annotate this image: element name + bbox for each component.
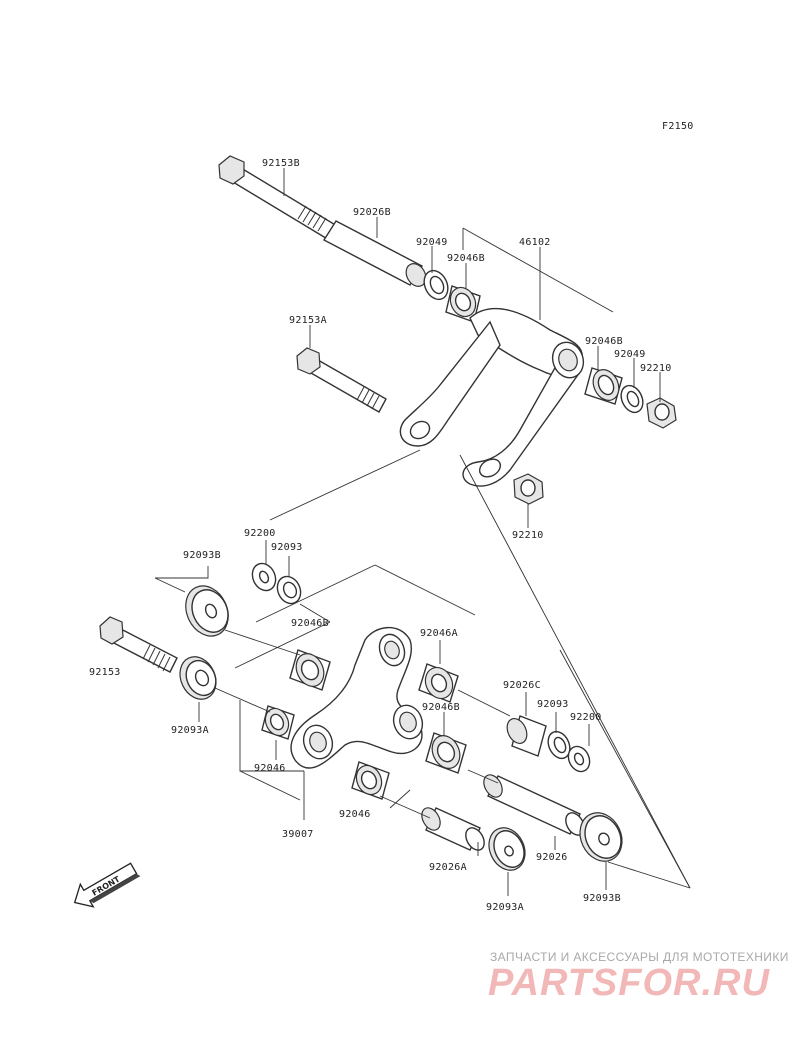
nut-92210-upper	[646, 397, 677, 429]
label-92026c: 92026C	[503, 680, 541, 691]
label-92026b: 92026B	[353, 207, 391, 218]
label-92046b-right: 92046B	[585, 336, 623, 347]
label-92026: 92026	[536, 852, 568, 863]
label-92093b-bottom: 92093B	[583, 893, 621, 904]
label-92046b-mid: 92046B	[291, 618, 329, 629]
label-92049-right: 92049	[614, 349, 646, 360]
watermark-caption: ЗАПЧАСТИ И АКСЕССУАРЫ ДЛЯ МОТОТЕХНИКИ	[490, 950, 789, 964]
watermark-logo: PARTSFOR.RU	[488, 962, 770, 1004]
label-92093a-bottom: 92093A	[486, 902, 524, 913]
label-92046a: 92046A	[420, 628, 458, 639]
washer-92200-left	[251, 562, 277, 592]
label-92026a: 92026A	[429, 862, 467, 873]
label-92153b: 92153B	[262, 158, 300, 169]
bearing-92046b-right	[584, 367, 623, 405]
label-92153: 92153	[89, 667, 121, 678]
label-46102: 46102	[519, 237, 551, 248]
collar-92026c	[506, 715, 547, 757]
label-92200-right: 92200	[570, 712, 602, 723]
washer-92200-right	[567, 745, 591, 773]
label-92046-left: 92046	[254, 763, 286, 774]
label-92093-right: 92093	[537, 699, 569, 710]
seal-92049-right	[620, 384, 644, 414]
label-92093b-left: 92093B	[183, 550, 221, 561]
label-39007: 39007	[282, 829, 314, 840]
connecting-rod-46102	[399, 307, 585, 487]
label-92093a-left: 92093A	[171, 725, 209, 736]
label-92093-left: 92093	[271, 542, 303, 553]
label-92046b-upper: 92046B	[447, 253, 485, 264]
label-92200-left: 92200	[244, 528, 276, 539]
collar-92026	[483, 774, 585, 836]
bearing-92046-left	[261, 705, 295, 740]
bearing-92046a	[418, 663, 459, 703]
cap-92093a-left	[179, 656, 217, 700]
label-92046b-lower: 92046B	[422, 702, 460, 713]
bearing-92046b-lower	[425, 732, 467, 774]
bearing-92046-lower	[351, 761, 390, 800]
label-92210-upper: 92210	[640, 363, 672, 374]
leader-lines	[154, 168, 691, 896]
label-92046-lower: 92046	[339, 809, 371, 820]
bolt-92153a	[296, 347, 387, 413]
cap-92093b-left	[185, 585, 229, 637]
seal-92093-right	[547, 730, 571, 760]
collar-92026a	[421, 807, 485, 851]
seal-92093-left	[276, 575, 302, 605]
cap-92093a-bottom	[488, 827, 526, 871]
part-labels: 92153B 92026B 92049 46102 92046B 92153A …	[89, 158, 672, 913]
bolt-92153b	[218, 155, 348, 247]
bearing-92046b-mid	[289, 649, 331, 691]
cap-92093b-bottom	[579, 812, 623, 862]
front-arrow-icon: FRONT	[73, 862, 141, 908]
label-92210-lower: 92210	[512, 530, 544, 541]
nut-92210-lower	[513, 473, 544, 505]
collar-92026b	[323, 220, 427, 287]
seal-92049-upper	[423, 269, 449, 301]
bolt-92153	[99, 616, 178, 673]
label-92049-upper: 92049	[416, 237, 448, 248]
label-92153a: 92153A	[289, 315, 327, 326]
figure-code: F2150	[662, 121, 694, 132]
rocker-arm-39007	[290, 626, 424, 769]
